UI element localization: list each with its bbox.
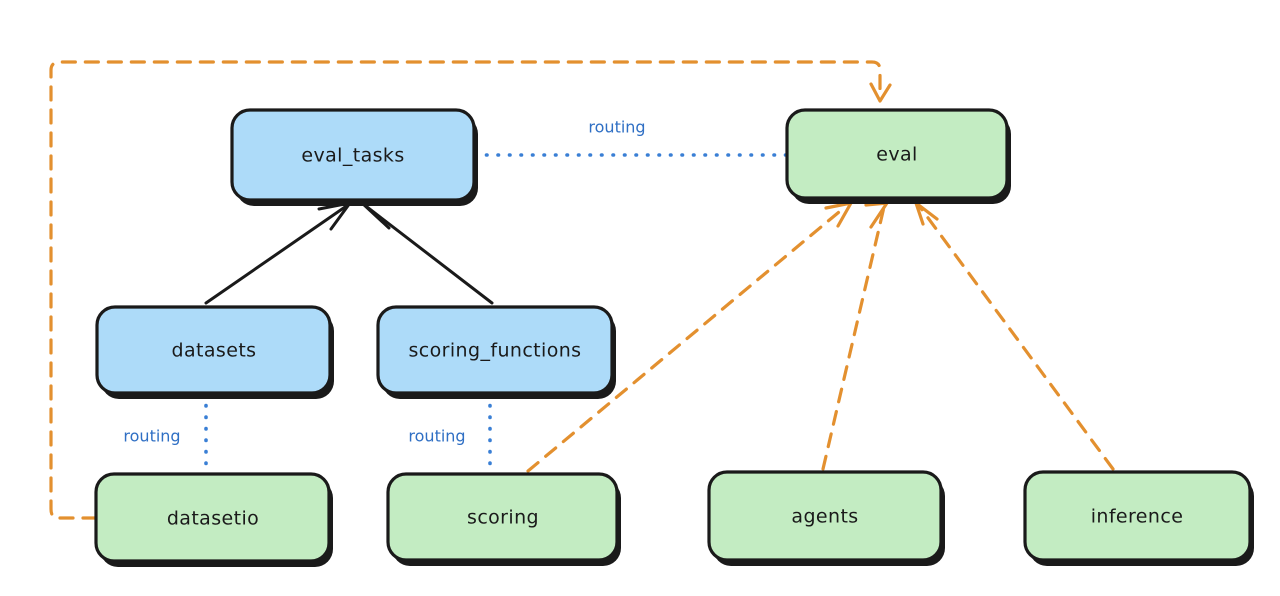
node-label-scoring-functions: scoring_functions [409,340,582,362]
edge-agents-to-eval [821,201,889,471]
edge-label-routing-datasets: routing [123,427,180,446]
edge-datasetio-to-eval [49,60,892,520]
node-eval[interactable]: eval [785,108,1011,204]
node-label-eval-tasks: eval_tasks [301,145,404,167]
edge-inference-to-eval [914,201,1115,471]
node-layer: eval_tasks eval datasets scoring_functio… [94,108,1254,567]
node-label-datasetio: datasetio [167,508,259,530]
edge-label-routing-eval-tasks: routing [588,118,645,137]
edge-scoring-functions-to-scoring: routing [408,392,492,475]
node-label-scoring: scoring [467,507,539,529]
edge-layer: routing routing routing [49,60,1115,520]
node-label-inference: inference [1091,506,1184,528]
node-datasetio[interactable]: datasetio [94,472,333,567]
node-agents[interactable]: agents [707,470,945,566]
edge-label-routing-scoring-functions: routing [408,427,465,446]
edge-scoring-functions-to-eval-tasks [360,198,494,305]
node-datasets[interactable]: datasets [95,305,334,399]
node-label-agents: agents [791,506,858,528]
node-eval-tasks[interactable]: eval_tasks [230,108,478,206]
node-label-eval: eval [876,144,917,166]
node-scoring[interactable]: scoring [386,472,621,566]
node-label-datasets: datasets [172,340,257,362]
edge-datasets-to-eval-tasks [204,201,352,305]
edge-eval-tasks-to-eval: routing [473,118,788,157]
node-inference[interactable]: inference [1023,470,1254,566]
node-scoring-functions[interactable]: scoring_functions [376,305,616,399]
edge-datasets-to-datasetio: routing [123,392,208,475]
